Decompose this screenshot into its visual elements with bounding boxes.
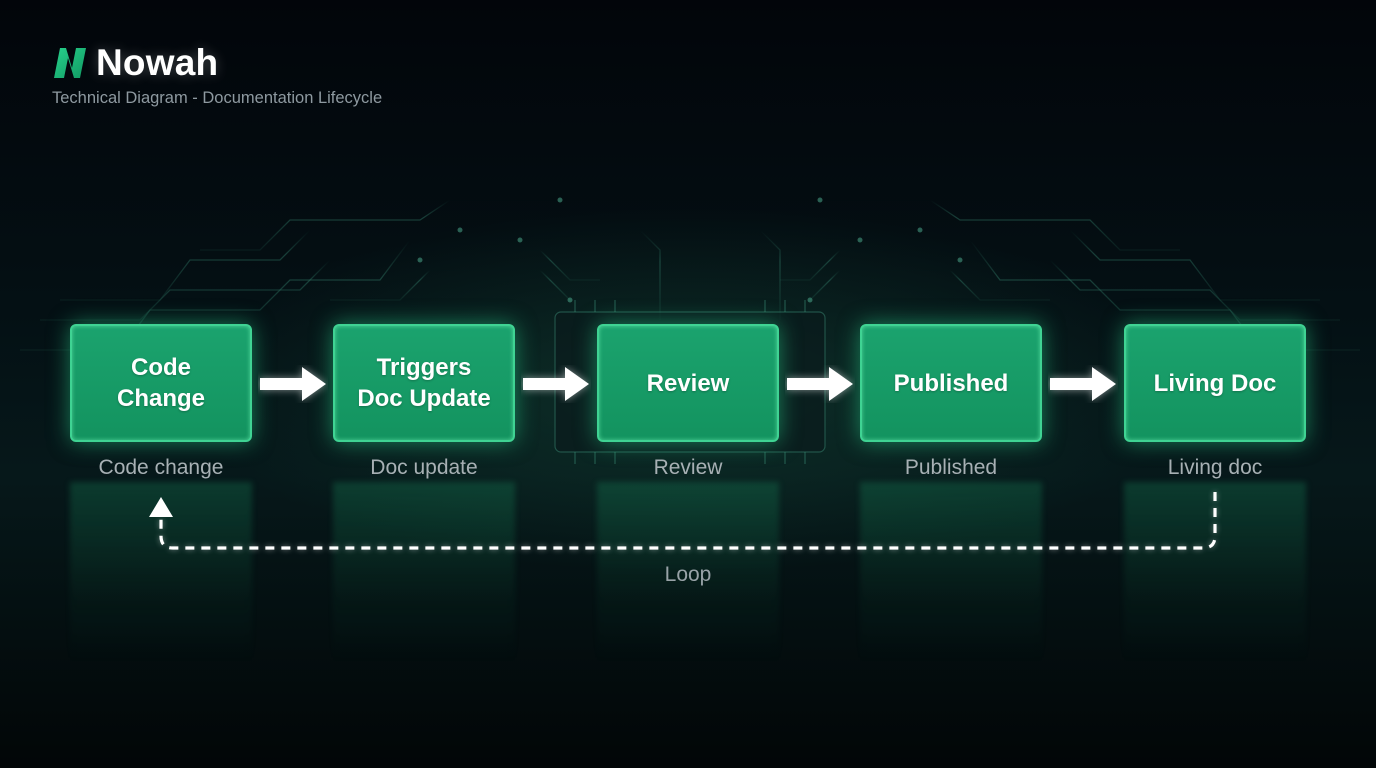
node-label: Review — [646, 369, 730, 397]
node-caption: Review — [653, 456, 723, 479]
up-arrow-icon — [149, 497, 173, 517]
node-reflection — [333, 482, 515, 662]
node-review: Review — [597, 324, 779, 442]
node-living-doc: Living Doc — [1124, 324, 1306, 442]
node-label: Triggers Doc Update — [357, 354, 491, 412]
node-label: Code Change — [116, 354, 205, 412]
right-arrow-icon — [787, 367, 853, 401]
node-code-change: Code Change — [70, 324, 252, 442]
node-reflection — [860, 482, 1042, 662]
node-published: Published — [860, 324, 1042, 442]
node-reflection — [597, 482, 779, 662]
right-arrow-icon — [260, 367, 326, 401]
brand: Nowah — [52, 42, 218, 84]
brand-name: Nowah — [96, 42, 219, 83]
right-arrow-icon — [1050, 367, 1116, 401]
node-caption: Doc update — [370, 456, 478, 479]
node-caption: Code change — [98, 456, 224, 479]
loop-label: Loop — [664, 563, 712, 586]
node-label: Living Doc — [1153, 369, 1277, 397]
diagram-subtitle: Technical Diagram - Documentation Lifecy… — [52, 89, 383, 107]
node-caption: Living doc — [1167, 456, 1263, 479]
right-arrow-icon — [523, 367, 589, 401]
node-label: Published — [893, 369, 1009, 397]
node-triggers-doc-update: Triggers Doc Update — [333, 324, 515, 442]
n-logo-icon — [54, 48, 86, 78]
node-caption: Published — [904, 456, 998, 479]
